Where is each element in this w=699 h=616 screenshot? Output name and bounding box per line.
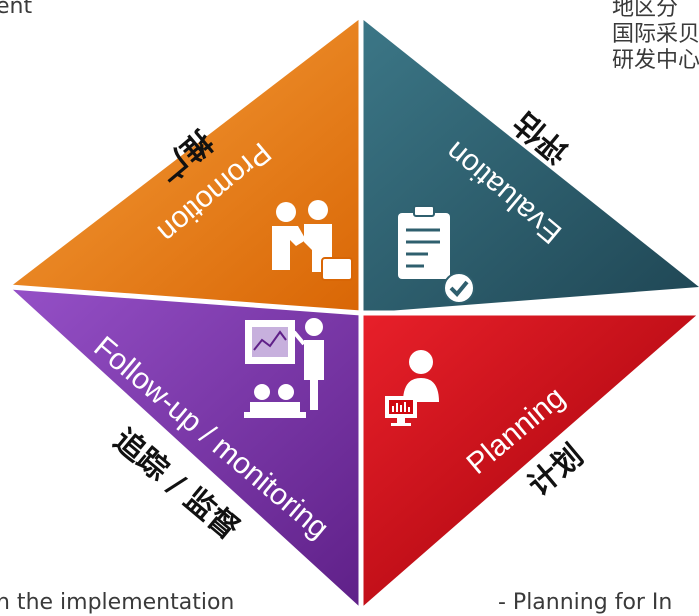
left-divider [9, 284, 362, 316]
planning-quadrant [361, 313, 699, 608]
clipboard-check-icon [398, 205, 475, 304]
handshake-icon [272, 200, 353, 281]
cutoff-text-right-2: 国际采贝 [612, 22, 699, 47]
cutoff-text-right-3: 研发中心 [612, 48, 699, 73]
presentation-icon [244, 318, 324, 418]
computer-user-icon [385, 350, 439, 426]
cutoff-text-right-1: 地区分 [612, 0, 679, 21]
followup-quadrant [10, 287, 361, 608]
cutoff-text-top-left: ent [0, 0, 33, 19]
